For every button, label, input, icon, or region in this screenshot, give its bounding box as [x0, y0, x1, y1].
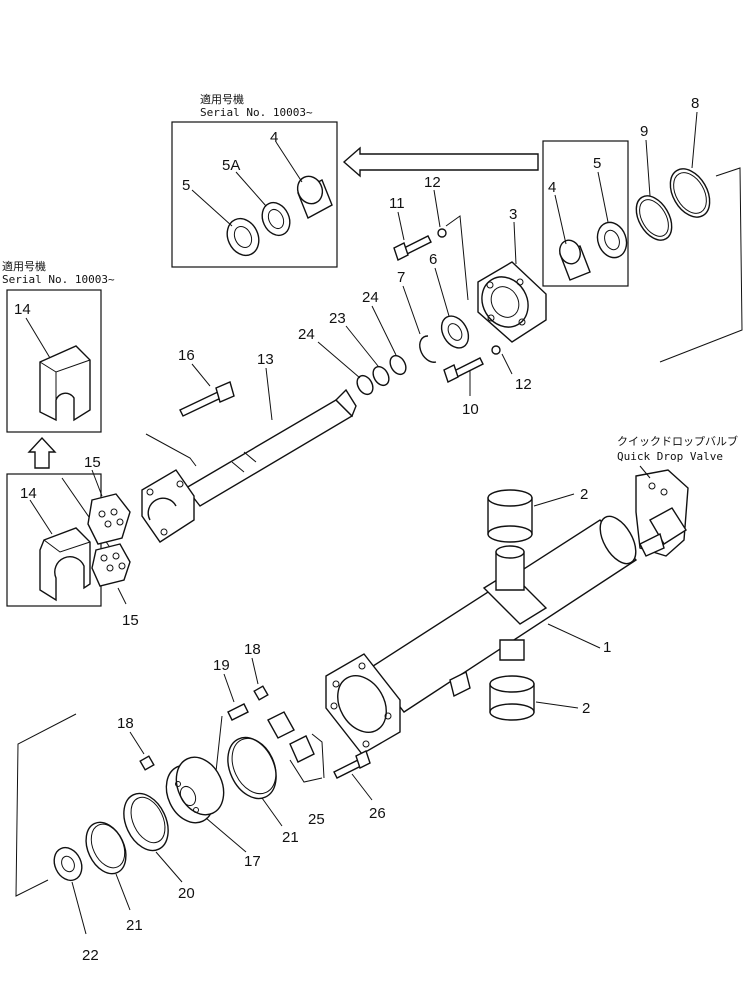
arrow-up-to-inset	[27, 436, 57, 469]
callout-9: 9	[640, 123, 648, 140]
callout-8: 8	[691, 95, 699, 112]
callout-26: 26	[369, 805, 386, 822]
part-26-bolt	[333, 750, 371, 779]
part-23-ring	[372, 365, 390, 387]
inset-top-part-5	[226, 217, 260, 257]
callout-10: 10	[462, 401, 479, 418]
part-2-bushing-upper	[487, 489, 533, 543]
part-15-plate-lower	[91, 543, 131, 587]
arrow-to-inset	[342, 146, 539, 178]
part-18-plug-upper	[253, 685, 269, 701]
callout-11: 11	[389, 195, 405, 212]
serial-note-left-jp: 適用号機	[2, 259, 46, 273]
callout-13: 13	[257, 351, 274, 368]
part-10-bolt	[443, 357, 484, 383]
callout-5-inset: 5	[182, 177, 190, 194]
callout-15-lower: 15	[122, 612, 139, 629]
part-11-bolt	[393, 235, 432, 261]
callout-4-right: 4	[548, 179, 556, 196]
part-19-screw	[227, 703, 249, 721]
callout-14-upper: 14	[14, 301, 31, 318]
callout-12-bottom: 12	[515, 376, 532, 393]
callout-24-b: 24	[298, 326, 315, 343]
valve-label-en: Quick Drop Valve	[617, 450, 723, 463]
part-12-washer-top	[437, 228, 447, 238]
part-1-tube-flange	[325, 653, 401, 755]
serial-note-top-jp: 適用号機	[200, 92, 244, 106]
part-14-half-clamp-lower	[39, 527, 91, 602]
part-1-cylinder-tube	[368, 515, 638, 713]
callout-19: 19	[213, 657, 230, 674]
callout-21-upper: 21	[282, 829, 299, 846]
callout-16: 16	[178, 347, 195, 364]
part-12-washer-bottom	[491, 345, 501, 355]
part-13-piston-rod	[184, 388, 357, 507]
callout-17: 17	[244, 853, 261, 870]
callout-21-lower: 21	[126, 917, 143, 934]
part-9-ring	[635, 195, 673, 241]
part-13-rod-eye	[141, 469, 195, 543]
callout-23: 23	[329, 310, 346, 327]
part-22-nut	[53, 846, 83, 882]
callout-18-lower: 18	[117, 715, 134, 732]
part-24-ring-a	[389, 354, 407, 376]
callout-2-lower: 2	[582, 700, 590, 717]
part-21-wear-ring-upper	[227, 736, 277, 800]
callout-14-lower: 14	[20, 485, 37, 502]
callout-7: 7	[397, 269, 405, 286]
part-6-bearing	[440, 315, 470, 349]
quick-drop-valve	[635, 469, 689, 557]
part-4-bushing-right	[559, 239, 591, 281]
callout-1: 1	[603, 639, 611, 656]
callout-25: 25	[308, 811, 325, 828]
part-24-ring-b	[356, 374, 374, 396]
inset-top-part-4-bushing	[296, 175, 333, 219]
callout-4-inset: 4	[270, 129, 278, 146]
callout-12-top: 12	[424, 174, 441, 191]
inset-top-part-5A	[261, 201, 291, 237]
callout-22: 22	[82, 947, 99, 964]
callout-15-upper: 15	[84, 454, 101, 471]
part-18-plug-lower	[139, 755, 155, 771]
part-25-split-ring	[267, 711, 315, 763]
inset-box-top	[171, 121, 338, 268]
serial-note-top-en: Serial No. 10003~	[200, 106, 313, 119]
part-15-plate-upper	[87, 493, 131, 545]
part-5-bearing-right	[596, 221, 628, 259]
part-14-half-clamp-upper	[39, 345, 91, 422]
callout-3: 3	[509, 206, 517, 223]
inset-box-left-upper	[6, 289, 102, 433]
callout-2-upper: 2	[580, 486, 588, 503]
callout-6: 6	[429, 251, 437, 268]
part-7-snap-ring	[419, 335, 437, 363]
callout-5-right: 5	[593, 155, 601, 172]
part-3-cylinder-head	[477, 261, 547, 343]
inset-box-right	[542, 140, 629, 287]
callout-5A-inset: 5A	[222, 157, 240, 174]
part-8-ring	[669, 168, 711, 218]
part-20-piston-seal	[123, 792, 169, 852]
part-16-bolt	[179, 381, 235, 417]
valve-label-jp: クイックドロップバルブ	[617, 434, 738, 448]
callout-20: 20	[178, 885, 195, 902]
part-2-bushing-lower	[489, 675, 535, 721]
part-21-wear-ring-lower	[85, 821, 127, 875]
part-17-piston	[165, 756, 225, 824]
callout-18-upper: 18	[244, 641, 261, 658]
serial-note-left-en: Serial No. 10003~	[2, 273, 115, 286]
callout-24-a: 24	[362, 289, 379, 306]
